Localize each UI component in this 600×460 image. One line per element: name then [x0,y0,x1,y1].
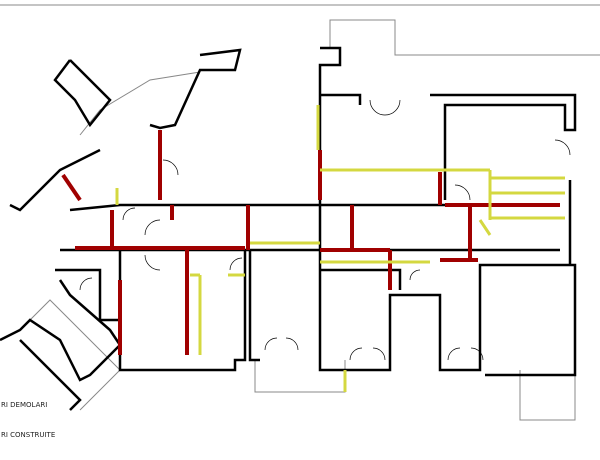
built-walls [115,105,565,392]
legend-demolished: RI DEMOLARI [1,401,48,409]
demolished-walls [61,130,560,355]
balcony-outlines [0,4,600,421]
legend-built: RI CONSTRUITE [1,431,56,439]
door-swings [79,99,571,361]
walls [0,46,577,411]
